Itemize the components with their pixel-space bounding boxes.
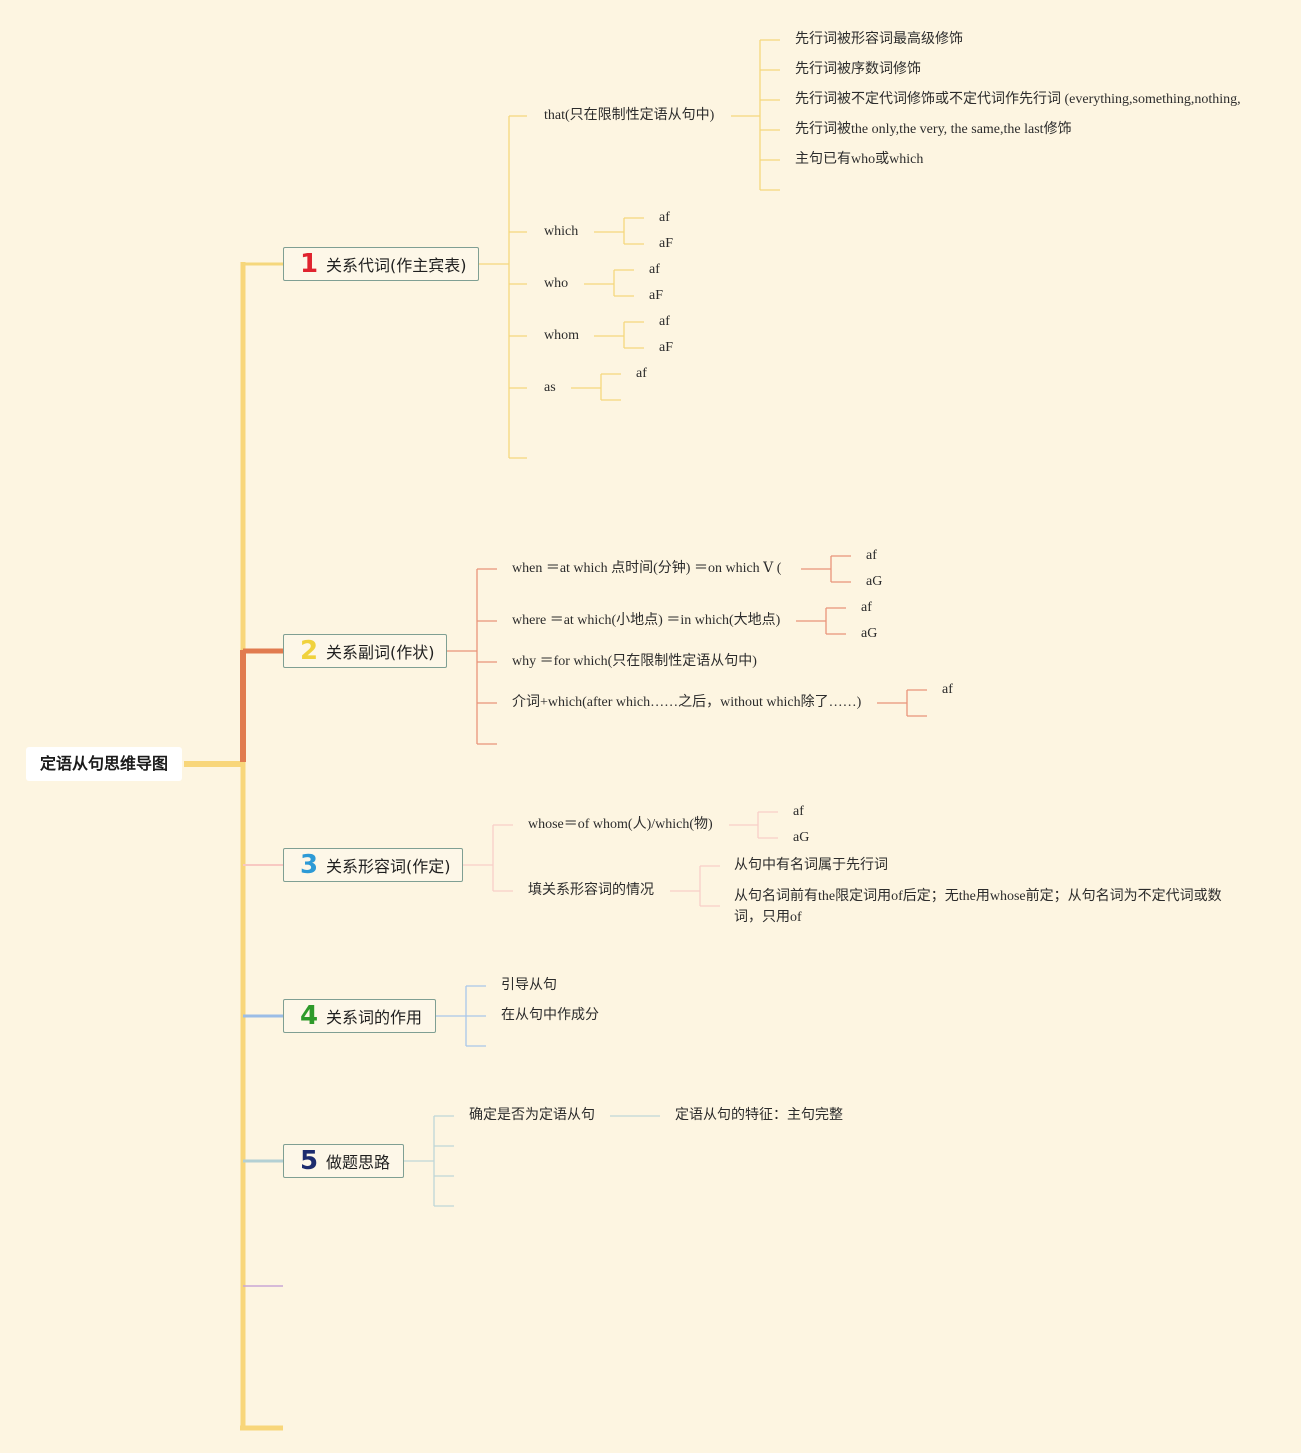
node-leaf[interactable]: aF — [659, 340, 673, 355]
node-when[interactable]: when ＝at which 点时间(分钟) ＝on which Ⅴ ( — [512, 561, 782, 576]
node-leaf[interactable]: af — [659, 210, 670, 225]
node-whom[interactable]: whom — [544, 328, 579, 343]
node-leaf[interactable]: af — [942, 682, 953, 697]
node-that-rule[interactable]: 先行词被不定代词修饰或不定代词作先行词 (everything,somethin… — [795, 92, 1241, 107]
node-step-detail[interactable]: 定语从句的特征：主句完整 — [675, 1108, 843, 1123]
node-leaf[interactable]: aG — [793, 830, 810, 845]
node-fill-rule[interactable]: 从句中有名词属于先行词 — [734, 858, 888, 873]
number-3-icon: 3 — [300, 850, 319, 880]
node-fill-rule[interactable]: 从句名词前有the限定词用of后定；无the用whose前定；从句名词为不定代词… — [734, 889, 1222, 925]
node-that-rule[interactable]: 先行词被序数词修饰 — [795, 62, 921, 77]
node-leaf[interactable]: af — [649, 262, 660, 277]
node-fill-case[interactable]: 填关系形容词的情况 — [528, 883, 654, 898]
node-leaf[interactable]: aF — [659, 236, 673, 251]
node-prep-which[interactable]: 介词+which(after which……之后，without which除了… — [512, 695, 862, 710]
node-that[interactable]: that(只在限制性定语从句中) — [544, 108, 715, 123]
node-who[interactable]: who — [544, 276, 569, 291]
node-step[interactable]: 确定是否为定语从句 — [469, 1108, 595, 1123]
node-why[interactable]: why ＝for which(只在限制性定语从句中) — [512, 654, 757, 669]
branch-label: 关系副词(作状) — [326, 643, 435, 662]
node-which[interactable]: which — [544, 224, 579, 239]
branch-label: 做题思路 — [326, 1153, 391, 1172]
node-whose[interactable]: whose＝of whom(人)/which(物) — [528, 817, 713, 832]
node-that-rule[interactable]: 先行词被the only,the very, the same,the last… — [795, 122, 1072, 137]
node-leaf[interactable]: aF — [649, 288, 663, 303]
branch-relative-pronoun[interactable]: 1 关系代词(作主宾表) — [283, 247, 479, 281]
node-leaf[interactable]: af — [659, 314, 670, 329]
node-where[interactable]: where ＝at which(小地点) ＝in which(大地点) — [512, 613, 781, 628]
number-1-icon: 1 — [300, 249, 319, 279]
branch-relative-adverb[interactable]: 2 关系副词(作状) — [283, 634, 447, 668]
branch-relative-word-function[interactable]: 4 关系词的作用 — [283, 999, 436, 1033]
branch-label: 关系形容词(作定) — [326, 857, 451, 876]
node-leaf[interactable]: af — [636, 366, 647, 381]
node-leaf[interactable]: af — [866, 548, 877, 563]
number-4-icon: 4 — [300, 1001, 319, 1031]
node-leaf[interactable]: af — [861, 600, 872, 615]
branch-label: 关系词的作用 — [326, 1008, 423, 1027]
branch-label: 关系代词(作主宾表) — [326, 256, 467, 275]
node-function[interactable]: 引导从句 — [501, 978, 557, 993]
node-that-rule[interactable]: 主句已有who或which — [795, 152, 924, 167]
branch-solving-approach[interactable]: 5 做题思路 — [283, 1144, 404, 1178]
branch-relative-adjective[interactable]: 3 关系形容词(作定) — [283, 848, 463, 882]
node-that-rule[interactable]: 先行词被形容词最高级修饰 — [795, 32, 963, 47]
root-topic[interactable]: 定语从句思维导图 — [26, 747, 182, 781]
node-function[interactable]: 在从句中作成分 — [501, 1008, 599, 1023]
node-as[interactable]: as — [544, 380, 556, 395]
node-leaf[interactable]: aG — [866, 574, 883, 589]
node-leaf[interactable]: aG — [861, 626, 878, 641]
node-leaf[interactable]: af — [793, 804, 804, 819]
number-2-icon: 2 — [300, 636, 319, 666]
number-5-icon: 5 — [300, 1146, 319, 1176]
